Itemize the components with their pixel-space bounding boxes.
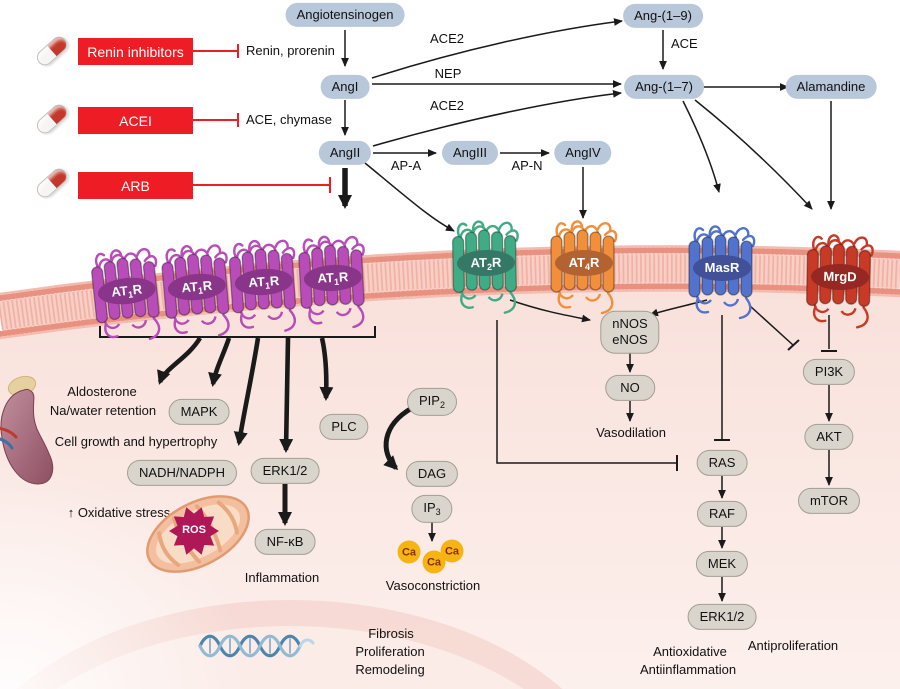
at1-receptor-4: AT1R — [294, 228, 371, 332]
calcium-ion: Ca — [440, 539, 464, 563]
label-ace2-upper: ACE2 — [430, 31, 464, 47]
renin-inhibitors-box: Renin inhibitors — [78, 38, 193, 65]
label-oxidative-stress: ↑ Oxidative stress — [67, 505, 171, 521]
label-antiinflammation: Antiinflammation — [639, 662, 737, 678]
node-akt: AKT — [804, 423, 854, 451]
label-proliferation: Proliferation — [355, 644, 425, 660]
at1-receptor-3: AT1R — [225, 232, 304, 337]
node-mtor: mTOR — [797, 487, 861, 515]
renal-vein — [0, 437, 14, 450]
arrow-at1r-mapk — [208, 337, 232, 387]
dna-helix — [198, 634, 315, 658]
calcium-ion: Ca — [422, 550, 446, 574]
arrow-ace2-ang19 — [371, 18, 623, 79]
label-ap-a: AP-A — [390, 158, 422, 174]
cytoplasm — [0, 290, 900, 689]
node-pip2: PIP2 — [407, 387, 457, 417]
line-at2r-ras — [496, 320, 677, 464]
line-masr-pi3k — [748, 304, 794, 346]
ros-label: ROS — [182, 524, 206, 536]
kidney-illustration — [0, 375, 54, 485]
node-nadh-nadph: NADH/NADPH — [127, 459, 237, 487]
node-erk12-right: ERK1/2 — [687, 603, 757, 631]
node-erk12-left: ERK1/2 — [250, 457, 320, 485]
arrow-ang17-mrgd — [694, 99, 813, 210]
node-angiii: AngIII — [442, 140, 498, 166]
calcium-ion: Ca — [397, 540, 421, 564]
arrow-at2r-nnos — [509, 299, 591, 323]
at1r-bracket — [99, 326, 376, 338]
arrow-at1r-nadh — [233, 337, 261, 446]
label-antiproliferation: Antiproliferation — [747, 638, 839, 654]
label-inflammation: Inflammation — [244, 570, 320, 586]
node-ras: RAS — [696, 449, 748, 477]
node-mek: MEK — [695, 550, 749, 578]
node-angiotensinogen: Angiotensinogen — [285, 2, 405, 28]
label-fibrosis: Fibrosis — [368, 626, 414, 642]
label-remodeling: Remodeling — [355, 662, 425, 678]
arrow-angii-at2r — [364, 162, 455, 232]
ros-burst: ROS — [168, 505, 220, 557]
node-plc: PLC — [319, 413, 369, 441]
at4-receptor: AT4R — [548, 215, 620, 315]
label-cell-growth: Cell growth and hypertrophy — [54, 434, 218, 450]
node-dag: DAG — [405, 460, 459, 488]
tbar-masr-pi3k — [787, 339, 800, 351]
label-vasoconstriction: Vasoconstriction — [385, 578, 481, 594]
node-angi: AngI — [320, 74, 370, 100]
label-ace: ACE — [671, 36, 698, 52]
at2-receptor: AT2R — [449, 214, 523, 315]
label-antioxidative: Antioxidative — [653, 644, 727, 660]
node-nfkb: NF-κB — [254, 528, 316, 556]
arrow-pip2-dag — [383, 405, 414, 471]
label-ace-chymase: ACE, chymase — [246, 112, 332, 128]
node-angiv: AngIV — [554, 140, 612, 166]
label-ap-n: AP-N — [511, 158, 543, 174]
acei-box: ACEI — [78, 107, 193, 134]
kidney-body — [0, 388, 54, 485]
node-mapk: MAPK — [168, 398, 230, 426]
label-ace2-lower: ACE2 — [430, 98, 464, 114]
arrow-at1r-erk — [279, 337, 294, 453]
at2-receptor-label: AT2R — [470, 254, 502, 272]
label-vasodilation: Vasodilation — [596, 425, 666, 441]
arb-box: ARB — [78, 172, 193, 199]
mrgd-receptor-label: MrgD — [823, 268, 857, 285]
arrow-at1r-aldosterone — [157, 336, 202, 385]
label-aldosterone: Aldosterone — [67, 384, 137, 400]
mrgd-receptor: MrgD — [803, 228, 877, 329]
arrow-at1r-plc — [319, 337, 334, 401]
label-renin-prorenin: Renin, prorenin — [246, 43, 335, 59]
node-ip3: IP3 — [411, 494, 453, 524]
label-nep: NEP — [434, 66, 462, 82]
node-raf: RAF — [697, 500, 747, 528]
node-ang-1-7: Ang-(1–7) — [624, 74, 704, 100]
node-alamandine: Alamandine — [785, 74, 877, 100]
at4-receptor-label: AT4R — [568, 255, 600, 272]
mas-receptor: MasR — [686, 220, 758, 320]
mas-receptor-label: MasR — [704, 260, 740, 275]
renal-artery — [0, 426, 18, 439]
arrow-ang17-masr — [682, 100, 721, 193]
node-pi3k: PI3K — [802, 358, 856, 386]
node-no: NO — [605, 374, 655, 402]
at1-receptor-1: AT1R — [86, 240, 168, 347]
node-ang-1-9: Ang-(1–9) — [623, 3, 703, 29]
node-angii: AngII — [318, 140, 372, 166]
label-na-water: Na/water retention — [49, 403, 157, 419]
arrow-ace2-ang17 — [372, 90, 622, 147]
